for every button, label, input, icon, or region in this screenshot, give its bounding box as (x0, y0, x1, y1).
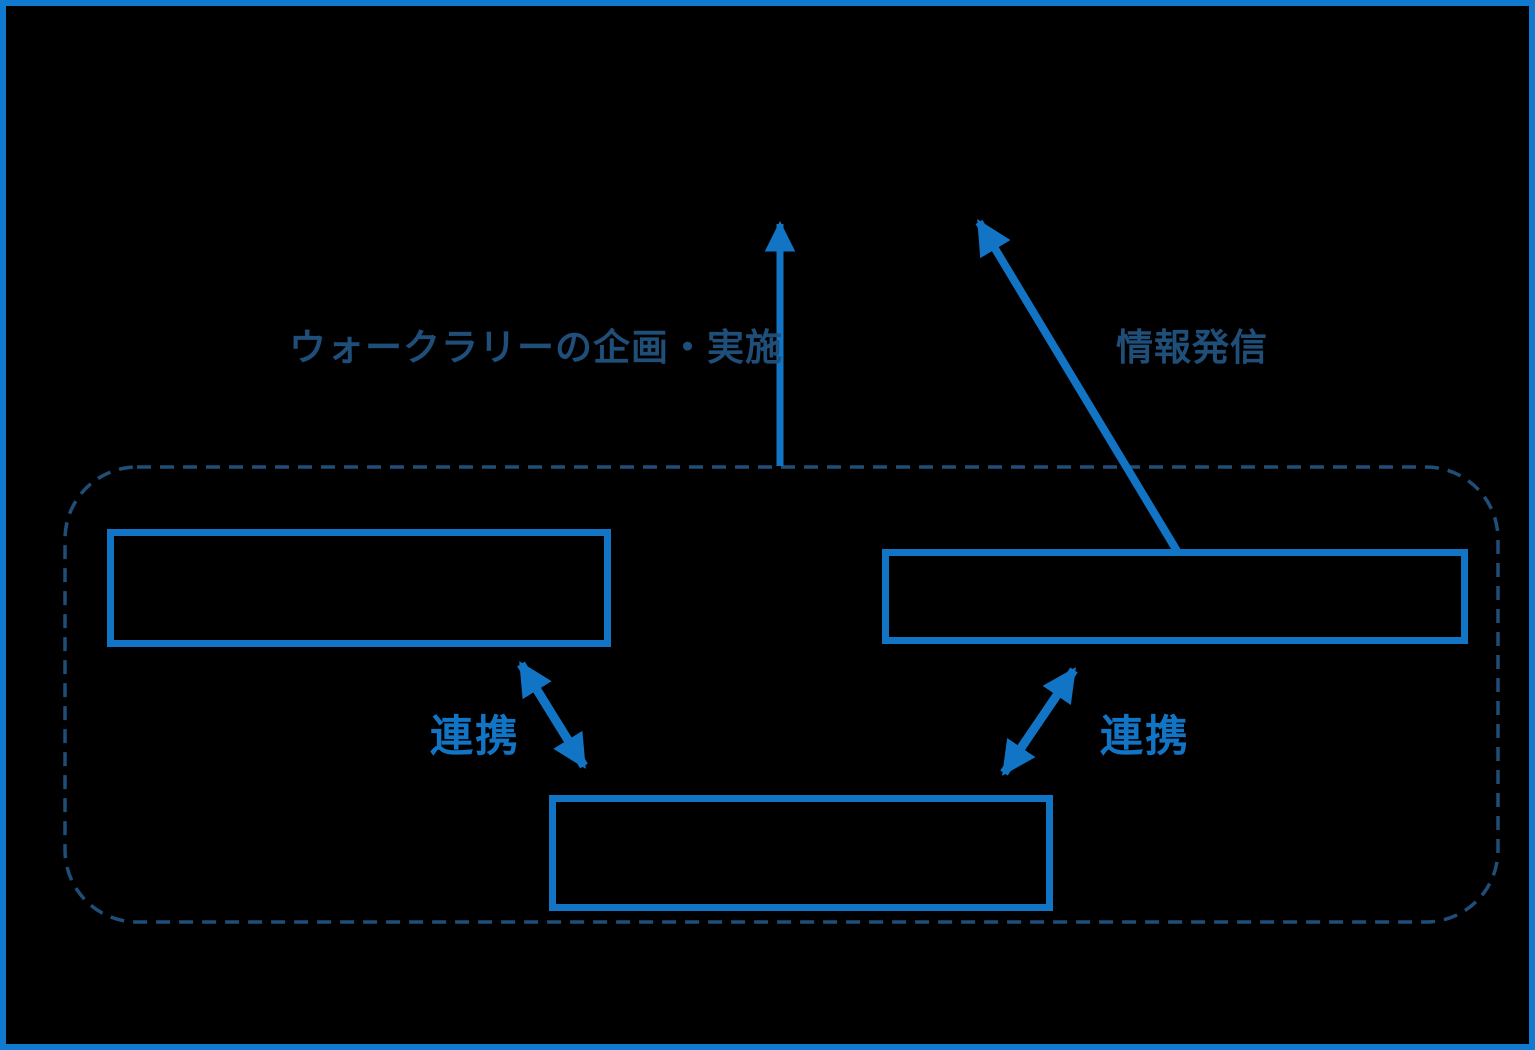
link-arrow-right (1000, 667, 1078, 776)
community-boundary-dashed (63, 465, 1500, 924)
link-arrow-left (517, 661, 588, 769)
link-label-left: 連携 (430, 713, 520, 761)
left-box (107, 529, 611, 647)
walk-rally-arrow-label: ウォークラリーの企画・実施 (289, 327, 783, 368)
info-broadcast-arrow-label: 情報発信 (1116, 327, 1268, 368)
right-box (882, 549, 1468, 644)
bottom-box (549, 795, 1053, 911)
link-label-right: 連携 (1100, 713, 1190, 761)
info-broadcast-arrow (975, 218, 1181, 554)
